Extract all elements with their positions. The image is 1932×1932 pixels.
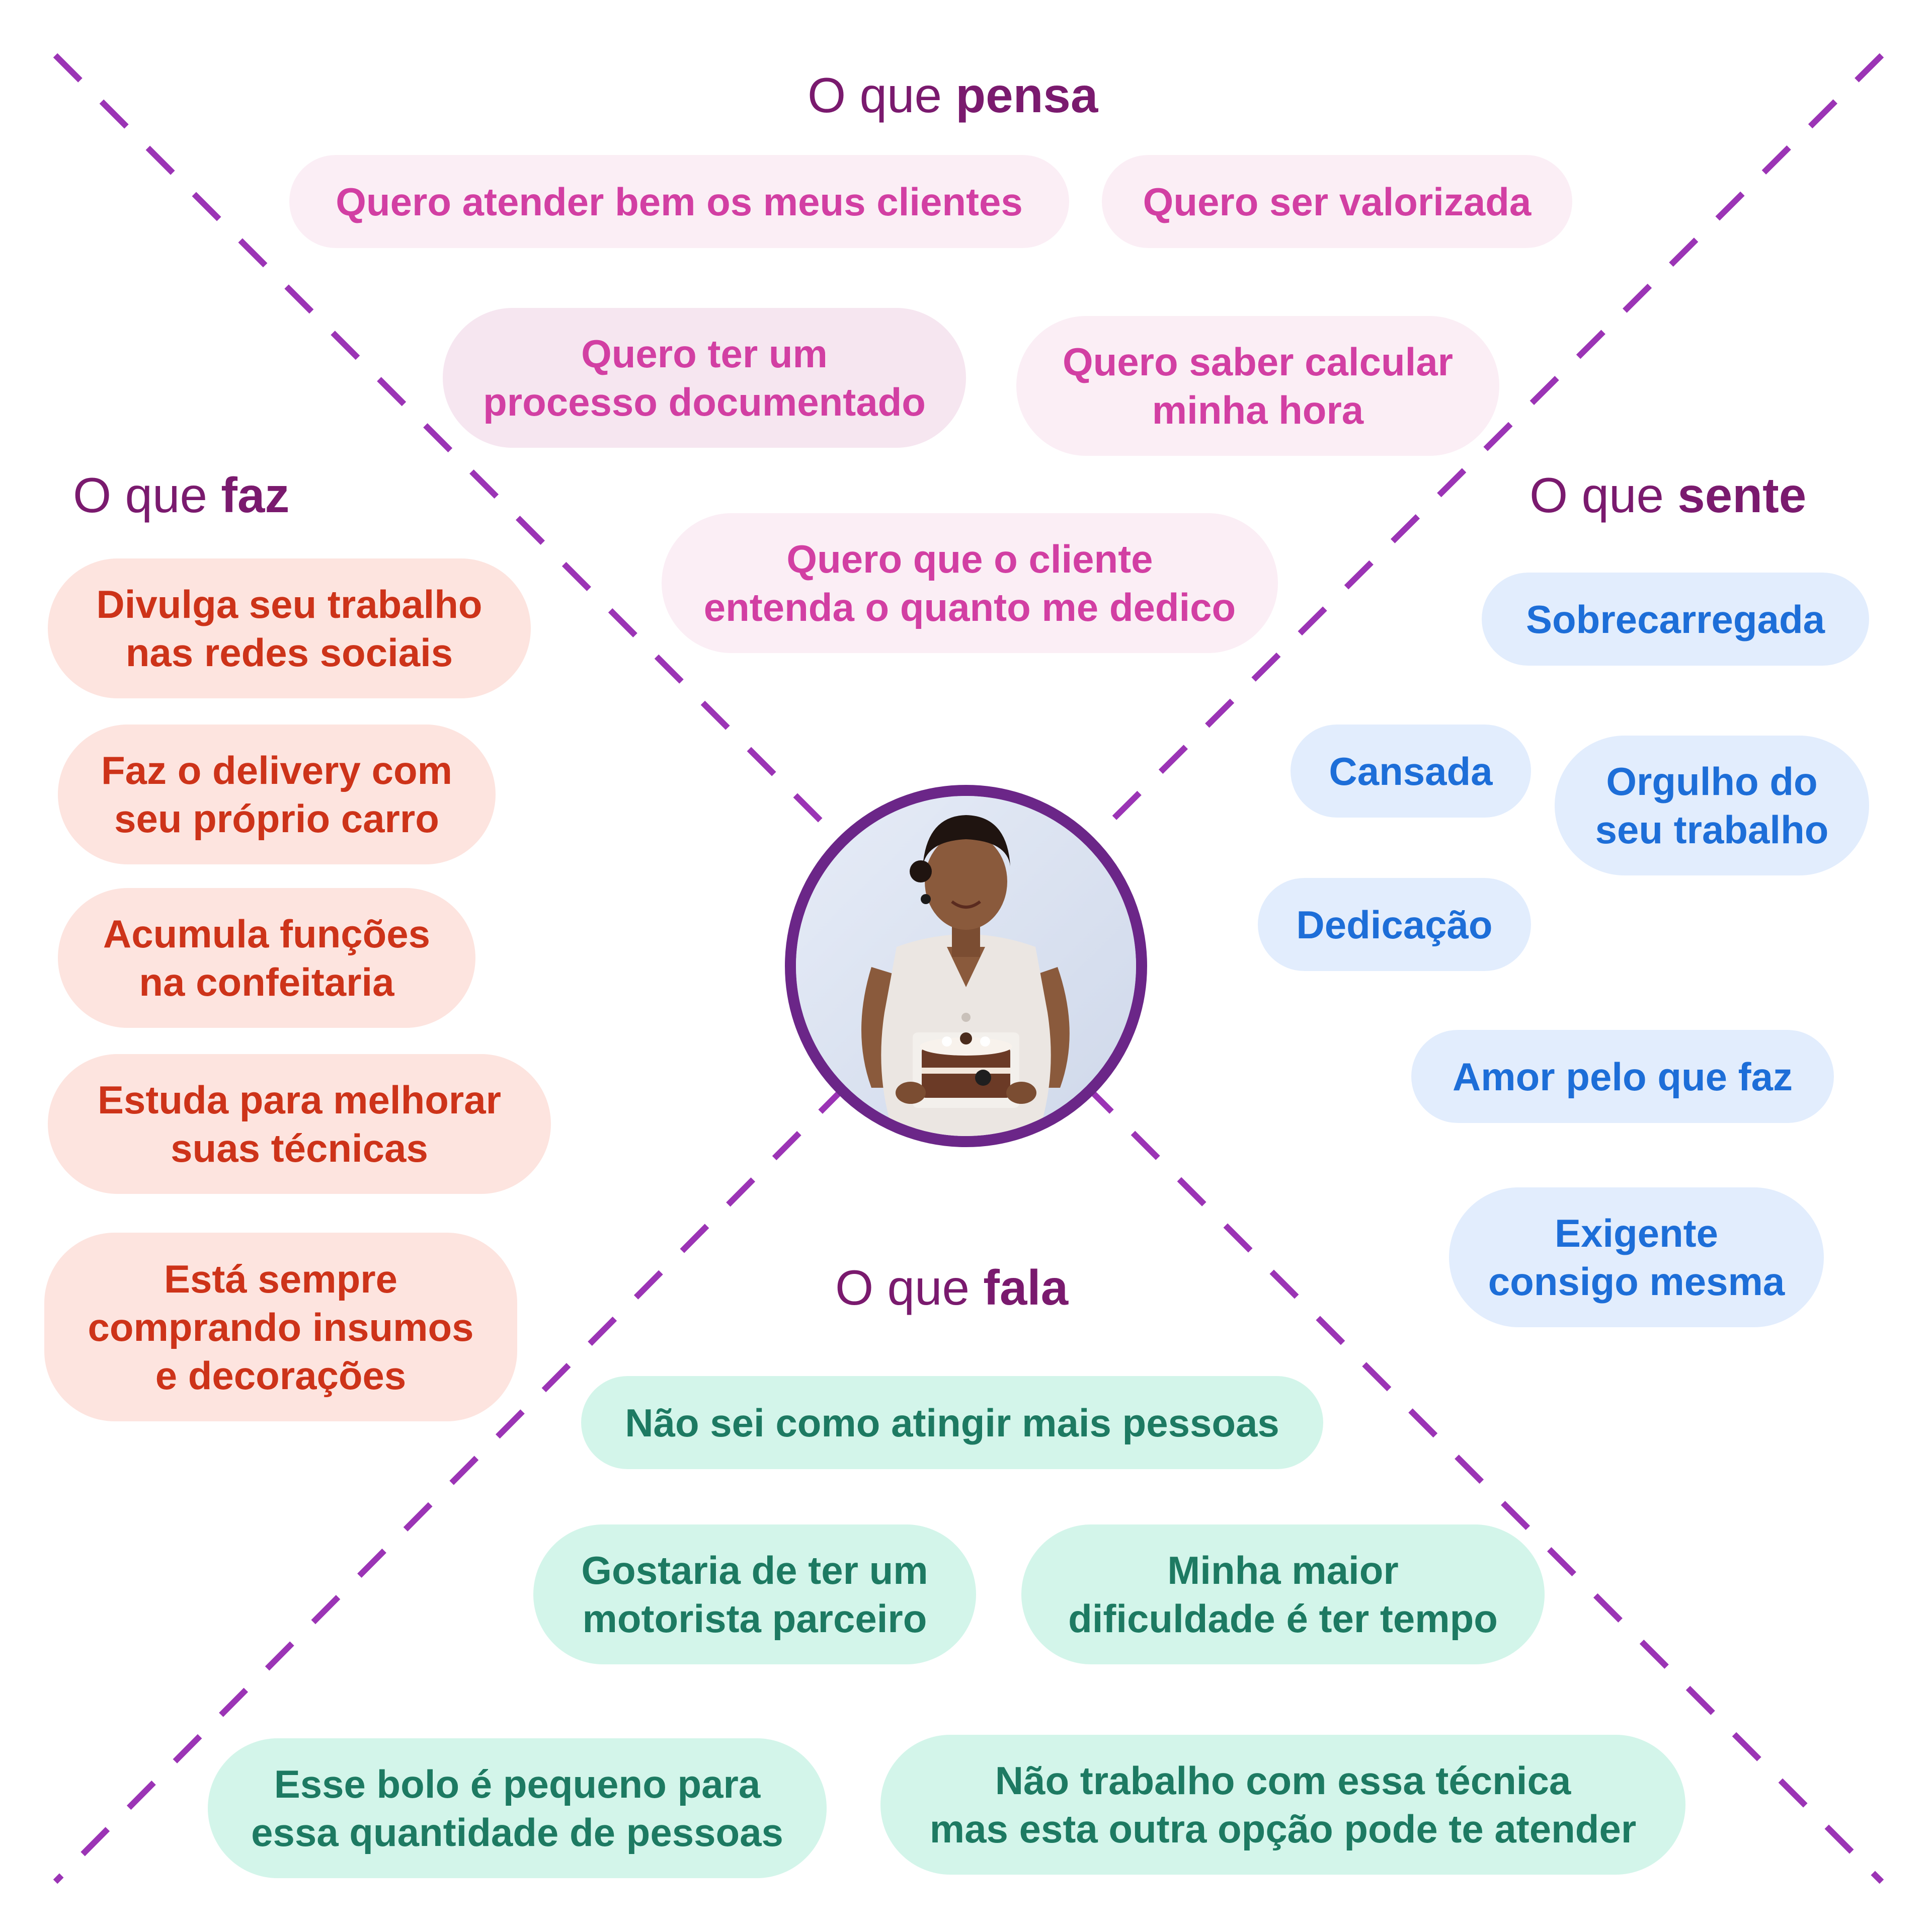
faz-item: Divulga seu trabalho nas redes sociais <box>48 558 531 698</box>
diagonal-line-bottom-right <box>1084 1084 1884 1884</box>
cake-decoration <box>980 1036 990 1046</box>
fala-item: Esse bolo é pequeno para essa quantidade… <box>208 1738 827 1878</box>
sente-item: Cansada <box>1291 725 1531 818</box>
pensa-item: Quero ser valorizada <box>1102 155 1572 248</box>
faz-item: Estuda para melhorar suas técnicas <box>48 1054 551 1194</box>
sente-item: Sobrecarregada <box>1482 573 1869 666</box>
left-hand <box>896 1082 926 1104</box>
cream-layer <box>922 1068 1010 1074</box>
diagonal-line-bottom-left <box>53 1084 848 1884</box>
pensa-item: Quero saber calcular minha hora <box>1016 316 1499 456</box>
section-title-prefix: O que <box>1530 467 1678 523</box>
woman-holding-cake-illustration <box>796 796 1136 1136</box>
section-title-keyword: sente <box>1677 467 1807 523</box>
section-title-keyword: faz <box>221 467 290 523</box>
braided-hair <box>923 815 1010 866</box>
fala-item: Não trabalho com essa técnica mas esta o… <box>880 1735 1685 1875</box>
sente-item: Orgulho do seu trabalho <box>1555 736 1869 875</box>
fala-item: Gostaria de ter um motorista parceiro <box>533 1524 976 1664</box>
top-button <box>961 1013 971 1022</box>
pensa-item: Quero que o cliente entenda o quanto me … <box>662 513 1278 653</box>
persona-photo <box>785 785 1147 1147</box>
section-title-faz: O que faz <box>73 470 289 520</box>
pensa-item: Quero ter um processo documentado <box>443 308 966 448</box>
faz-item: Está sempre comprando insumos e decoraçõ… <box>44 1233 517 1421</box>
faz-item: Acumula funções na confeitaria <box>58 888 475 1028</box>
sente-item: Dedicação <box>1258 878 1531 971</box>
diagonal-line-top-right <box>1084 53 1884 848</box>
face <box>925 833 1007 930</box>
diagonal-line-top-left <box>53 53 848 848</box>
fala-item: Minha maior dificuldade é ter tempo <box>1021 1524 1545 1664</box>
section-title-fala: O que fala <box>835 1263 1068 1312</box>
section-title-keyword: pensa <box>955 67 1098 123</box>
sente-item: Exigente consigo mesma <box>1449 1187 1824 1327</box>
smile <box>951 900 981 909</box>
cake-decoration <box>942 1036 952 1046</box>
pensa-item: Quero atender bem os meus clientes <box>289 155 1069 248</box>
section-title-prefix: O que <box>73 467 221 523</box>
cake-decoration <box>960 1032 972 1044</box>
section-title-sente: O que sente <box>1530 470 1806 520</box>
cake-label <box>975 1070 991 1086</box>
faz-item: Faz o delivery com seu próprio carro <box>58 725 496 864</box>
section-title-prefix: O que <box>808 67 956 123</box>
section-title-prefix: O que <box>835 1260 984 1315</box>
section-title-pensa: O que pensa <box>808 70 1098 120</box>
sente-item: Amor pelo que faz <box>1411 1030 1834 1123</box>
earring <box>921 894 931 904</box>
hair-bun <box>910 860 932 882</box>
right-hand <box>1006 1082 1036 1104</box>
section-title-keyword: fala <box>983 1260 1069 1315</box>
fala-item: Não sei como atingir mais pessoas <box>581 1376 1323 1469</box>
